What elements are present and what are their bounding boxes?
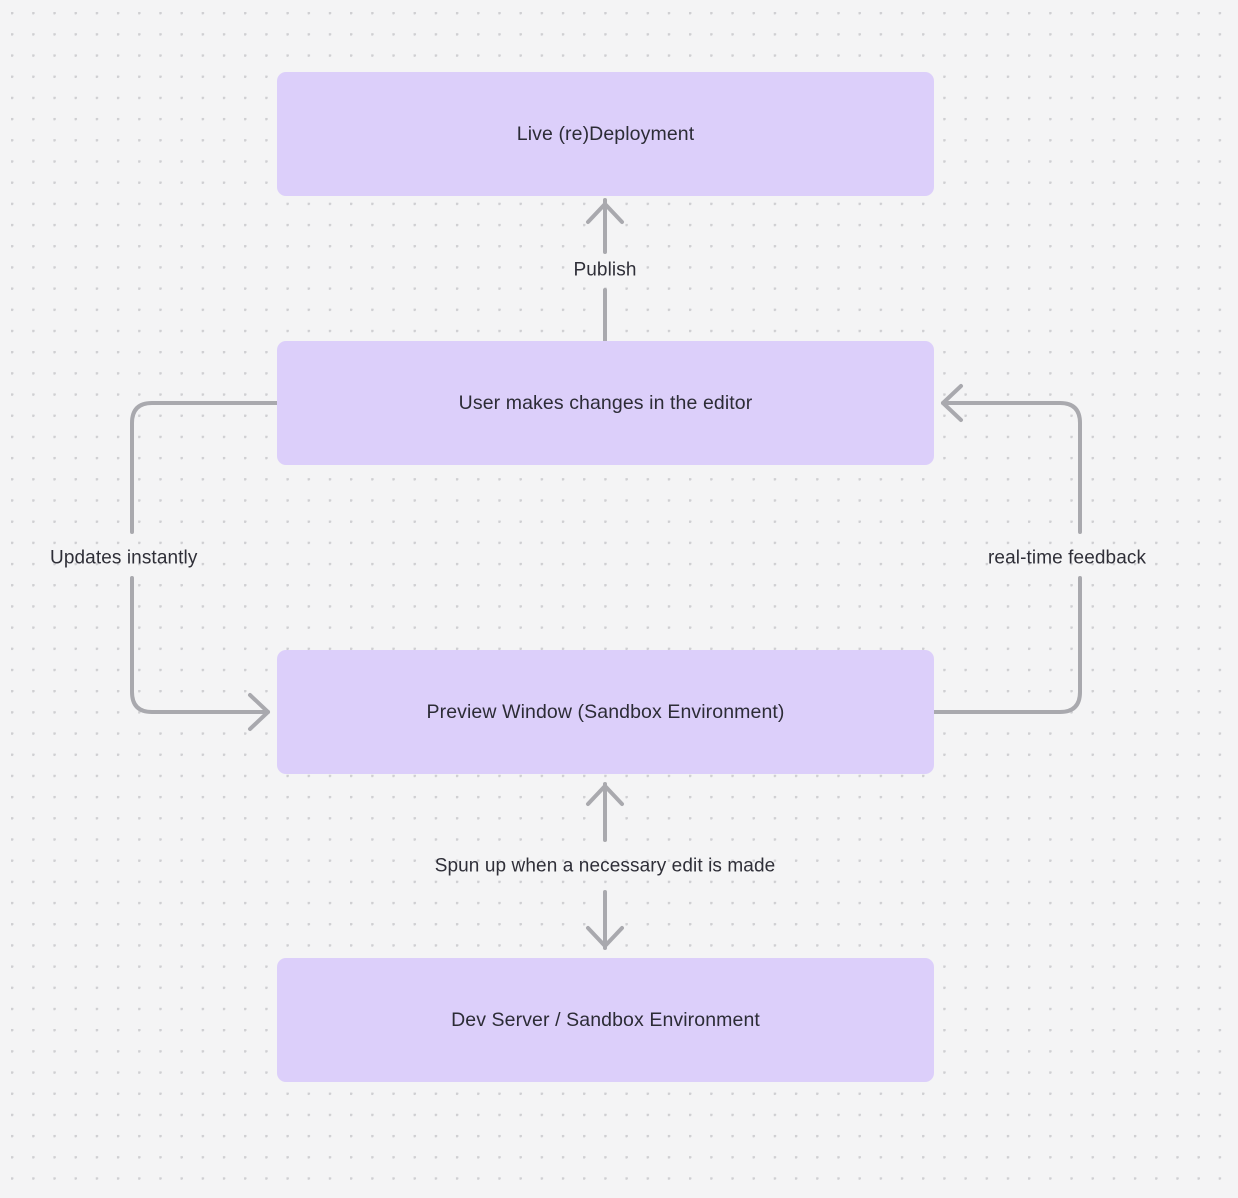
node-dev-server[interactable]: Dev Server / Sandbox Environment <box>277 958 934 1082</box>
edge-label-spun-up: Spun up when a necessary edit is made <box>434 855 776 877</box>
edge-real-time-feedback-arrowhead-icon <box>941 384 963 422</box>
edge-spun-up-arrowhead-down-icon <box>586 926 624 948</box>
edge-updates-instantly-line-upper <box>130 401 279 534</box>
edge-real-time-feedback-line-upper <box>941 401 1082 534</box>
node-live-redeployment[interactable]: Live (re)Deployment <box>277 72 934 196</box>
edge-updates-instantly-line-lower <box>130 576 270 714</box>
edge-label-publish: Publish <box>573 259 637 281</box>
node-live-redeployment-label: Live (re)Deployment <box>516 122 695 145</box>
node-preview-window-label: Preview Window (Sandbox Environment) <box>426 700 785 723</box>
edge-updates-instantly-arrowhead-icon <box>248 693 270 731</box>
edge-publish-arrowhead-icon <box>586 202 624 224</box>
edge-label-updates-instantly: Updates instantly <box>50 547 198 569</box>
edge-real-time-feedback-line-lower <box>932 576 1082 714</box>
node-preview-window[interactable]: Preview Window (Sandbox Environment) <box>277 650 934 774</box>
edge-spun-up-arrowhead-up-icon <box>586 784 624 806</box>
node-user-makes-changes-label: User makes changes in the editor <box>458 391 753 414</box>
edge-label-real-time-feedback: real-time feedback <box>988 547 1147 569</box>
node-user-makes-changes[interactable]: User makes changes in the editor <box>277 341 934 465</box>
node-dev-server-label: Dev Server / Sandbox Environment <box>451 1008 760 1031</box>
